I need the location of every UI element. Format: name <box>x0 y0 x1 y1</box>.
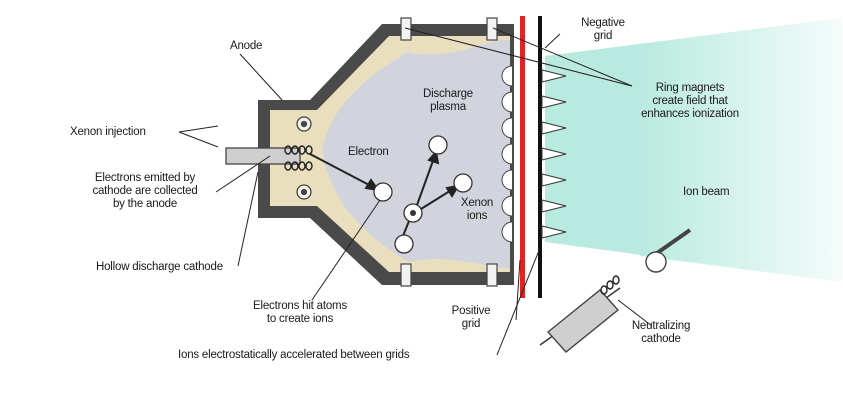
anode-rings <box>296 116 312 200</box>
label-ions-accelerated-text: Ions electrostatically accelerated betwe… <box>178 349 410 361</box>
electron-particle <box>373 182 393 202</box>
label-positive-line1: Positive <box>451 305 491 317</box>
label-neutralizing-line1: Neutralizing <box>631 320 691 332</box>
label-emitted-line2: cathode are collected <box>92 185 198 197</box>
label-emitted-line3: by the anode <box>112 198 178 210</box>
label-electron-text: Electron <box>348 146 389 158</box>
label-ring-line3: enhances ionization <box>641 108 739 120</box>
ring-magnets <box>400 17 498 287</box>
label-negative-grid-line1: Negative <box>581 17 625 29</box>
label-discharge-plasma: Discharge plasma <box>408 88 488 114</box>
label-neutralizing-cathode: Neutralizing cathode <box>616 320 706 346</box>
label-electrons-emitted: Electrons emitted by cathode are collect… <box>75 172 215 211</box>
ion-beam-fade <box>640 18 842 282</box>
label-discharge-line1: Discharge <box>423 88 473 100</box>
label-discharge-line2: plasma <box>430 101 466 113</box>
label-ion-beam-text: Ion beam <box>683 186 730 198</box>
label-negative-grid-line2: grid <box>593 30 613 42</box>
negative-grid <box>538 16 542 298</box>
label-hit-line2: to create ions <box>266 313 334 325</box>
positive-grid <box>520 16 525 298</box>
xenon-injection-tube <box>225 147 301 165</box>
label-ion-beam: Ion beam <box>683 186 730 199</box>
discharge-plasma-chamber <box>322 40 510 268</box>
field-scallops <box>501 65 513 243</box>
label-hollow-cathode-text: Hollow discharge cathode <box>96 261 223 273</box>
ion-jets <box>541 69 567 239</box>
label-xenon-ions: Xenon ions <box>452 197 502 223</box>
label-ring-line2: create field that <box>652 95 728 107</box>
label-hollow-cathode: Hollow discharge cathode <box>96 261 223 274</box>
cathode-coil <box>284 145 313 171</box>
label-xenon-ions-line2: ions <box>466 210 488 222</box>
label-xenon-injection-text: Xenon injection <box>70 126 146 138</box>
label-electrons-hit: Electrons hit atoms to create ions <box>240 300 360 326</box>
label-anode: Anode <box>230 40 262 53</box>
label-emitted-line1: Electrons emitted by <box>94 172 196 184</box>
ion-particle-upper <box>428 135 448 155</box>
label-positive-line2: grid <box>461 318 481 330</box>
neutralizing-cathode <box>539 228 692 353</box>
label-electron: Electron <box>348 146 389 159</box>
label-xenon-ions-line1: Xenon <box>460 197 494 209</box>
label-hit-line1: Electrons hit atoms <box>253 300 347 312</box>
label-positive-grid: Positive grid <box>436 305 506 331</box>
label-ions-accelerated: Ions electrostatically accelerated betwe… <box>178 349 410 362</box>
xenon-atom <box>403 203 423 223</box>
label-xenon-injection: Xenon injection <box>70 126 146 139</box>
leader-lines <box>178 27 653 356</box>
label-neutralizing-line2: cathode <box>641 333 681 345</box>
label-negative-grid: Negative grid <box>568 17 638 43</box>
label-ring-magnets: Ring magnets create field that enhances … <box>620 82 760 121</box>
ion-trajectories <box>402 149 460 237</box>
ion-particle-right <box>453 173 473 193</box>
label-ring-line1: Ring magnets <box>655 82 725 94</box>
label-anode-text: Anode <box>230 40 263 52</box>
electron-particle-lower <box>394 234 414 254</box>
